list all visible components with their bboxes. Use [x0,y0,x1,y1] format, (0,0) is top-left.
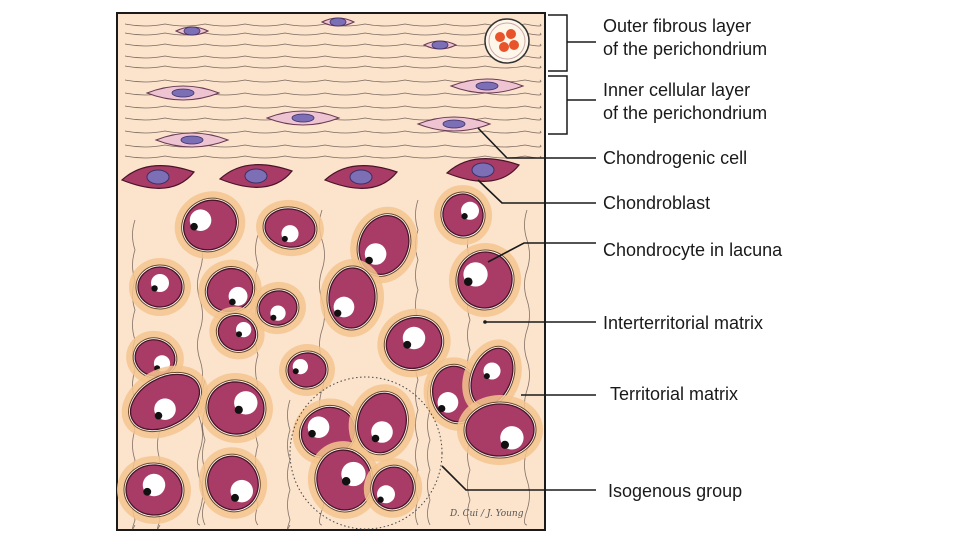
fibroblast [422,40,458,50]
fibroblast [174,26,210,36]
perichondrium-fiber [124,55,542,59]
leader-isogenous [441,465,596,491]
leader-chondrocyte [487,242,596,263]
label-chondrocyte-in-lacuna: Chondrocyte in lacuna [603,240,783,260]
label-interterritorial-matrix: Interterritorial matrix [603,313,763,333]
chondrogenic-cell [154,132,230,148]
chondrocyte-in-lacuna [363,458,423,518]
leader-lines [441,127,596,491]
chondrogenic-cell [265,110,341,126]
chondroblast [323,165,398,189]
leader-chondroblast [477,179,596,204]
chondroblast [218,164,293,188]
label-inner-cellular-line1: Inner cellular layer [603,80,750,100]
chondrocyte-in-lacuna [117,455,191,525]
matrix-fiber [524,209,530,526]
fibroblast [320,17,356,27]
label-inner-cellular-line2: of the perichondrium [603,103,767,123]
chondroblast [445,158,520,182]
label-territorial-matrix: Territorial matrix [610,384,738,404]
chondrocyte-in-lacuna [256,199,324,257]
chondrocyte-in-lacuna [174,191,246,259]
chondrocyte-in-lacuna [250,281,306,335]
chondrocyte-in-lacuna [457,394,543,466]
chondrocyte-in-lacuna [377,308,451,378]
chondrogenic-cell [416,116,492,132]
chondroblasts [120,158,520,189]
label-outer-fibrous-line2: of the perichondrium [603,39,767,59]
label-chondrogenic-cell: Chondrogenic cell [603,148,747,168]
chondrocyte-in-lacuna [348,384,416,462]
chondrogenic-cell [449,78,525,94]
chondrocyte-in-lacuna [129,257,191,317]
chondroblast [120,165,195,189]
label-outer-fibrous-line1: Outer fibrous layer [603,16,751,36]
blood-vessel [484,18,530,64]
isogenous-group-outline [289,376,443,530]
perichondrium-fiber [124,117,542,121]
perichondrium-fiber [124,23,542,27]
chondrocyte-in-lacuna [209,306,265,360]
leader-chondrogenic [477,127,596,159]
chondrocyte-in-lacuna [199,372,273,444]
perichondrium-fiber [124,65,542,69]
chondrocyte-in-lacuna [433,185,493,245]
matrix-fiber [287,399,291,530]
perichondrium-cells [145,17,525,148]
perichondrium-fiber [124,155,542,159]
bracket-outer-fibrous [548,14,596,72]
chondrogenic-cell [145,85,221,101]
chondrocyte-in-lacuna [198,447,268,519]
bracket-inner-cellular [548,75,596,135]
interterritorial-pointer-dot [483,320,487,324]
chondrocyte-in-lacuna [319,259,385,337]
perichondrium-fiber [124,105,542,109]
chondrocyte-in-lacuna [121,365,209,439]
chondrocyte-in-lacuna [448,243,522,317]
chondrocytes [117,185,543,525]
chondrocyte-in-lacuna [279,343,335,397]
label-isogenous-group: Isogenous group [608,481,742,501]
chondrocyte-in-lacuna [198,259,262,321]
label-chondroblast: Chondroblast [603,193,710,213]
artist-signature: D. Cui / J. Young [449,509,524,519]
perichondrium-fiber [124,130,542,134]
